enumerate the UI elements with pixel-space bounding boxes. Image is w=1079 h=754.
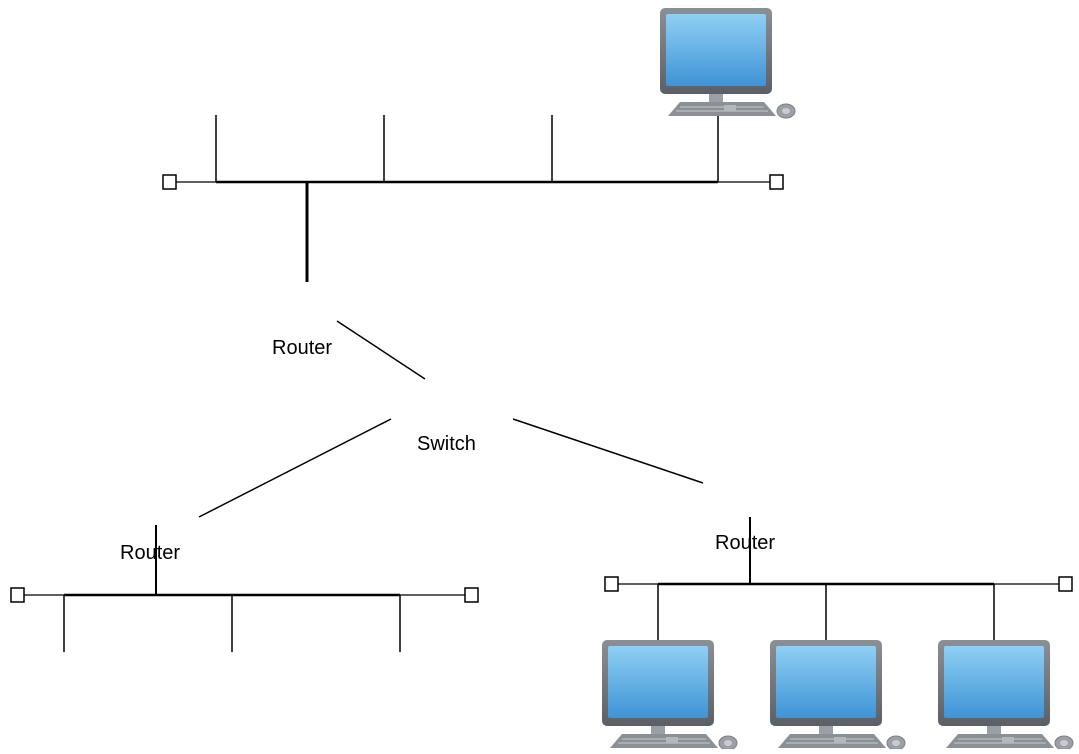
top-computer-icon [659, 7, 796, 119]
right-bus-terminator-right [1058, 576, 1073, 592]
switch-right-router-link [512, 418, 704, 484]
left-bus-terminator-left [10, 587, 25, 603]
right-computer-2-icon [769, 639, 906, 751]
right-computer-3-icon [937, 639, 1074, 751]
switch-left-router-link [198, 418, 392, 518]
switch-label: Switch [417, 433, 476, 455]
top-bus-network [162, 115, 784, 282]
router-switch-link [336, 320, 426, 380]
top-router-label: Router [272, 337, 333, 359]
right-bus-network [604, 517, 1073, 641]
top-bus-terminator-right [769, 174, 784, 190]
left-router-label: Router [120, 542, 181, 564]
left-bus-terminator-right [464, 587, 479, 603]
left-bus-network [10, 525, 479, 652]
right-computer-1-icon [601, 639, 738, 751]
right-bus-terminator-left [604, 576, 619, 592]
right-router-label: Router [715, 532, 776, 554]
top-bus-terminator-left [162, 174, 177, 190]
